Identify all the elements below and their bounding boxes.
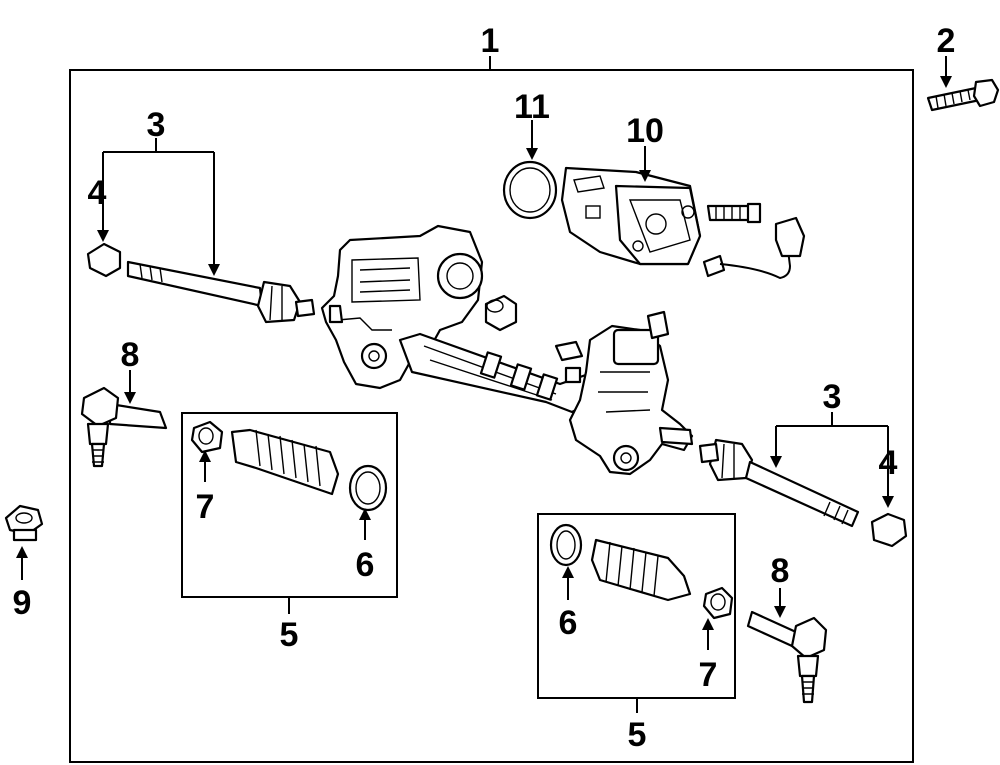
callout-7-right: 7: [699, 656, 718, 694]
boot-clamp-small-left: [190, 420, 224, 454]
boot-clamp-large-left: [348, 464, 388, 512]
callout-10: 10: [626, 112, 664, 150]
callout-5-left: 5: [280, 616, 299, 654]
callout-3-right: 3: [823, 378, 842, 416]
steering-gear-body: [320, 224, 694, 476]
jam-nut-right: [870, 512, 908, 548]
boot-clamp-small-right: [702, 586, 734, 620]
inner-tie-rod-left: [126, 260, 316, 324]
assembly-frame: [69, 69, 914, 763]
steering-boot-right: [590, 538, 692, 602]
outer-tie-rod-end-left: [80, 386, 168, 468]
callout-8-left: 8: [121, 336, 140, 374]
steering-boot-left: [230, 428, 340, 496]
outer-tie-rod-end-right: [746, 610, 828, 704]
callout-5-right: 5: [628, 716, 647, 754]
callout-4-right: 4: [879, 444, 898, 482]
mounting-bolt: [926, 78, 1000, 112]
callout-6-left: 6: [356, 546, 375, 584]
lock-nut: [4, 504, 44, 542]
o-ring-seal: [502, 160, 558, 220]
power-steering-motor: [560, 166, 806, 280]
callout-3-left: 3: [147, 106, 166, 144]
callout-1: 1: [481, 22, 500, 60]
callout-7-left: 7: [196, 488, 215, 526]
callout-11: 11: [514, 88, 550, 126]
mount-bushing: [484, 294, 518, 332]
jam-nut-left: [86, 242, 122, 278]
callout-6-right: 6: [559, 604, 578, 642]
callout-4-left: 4: [88, 174, 107, 212]
callout-8-right: 8: [771, 552, 790, 590]
boot-clamp-large-right: [549, 523, 583, 567]
callout-2: 2: [937, 22, 956, 60]
callout-9: 9: [13, 584, 32, 622]
inner-tie-rod-right: [698, 438, 860, 528]
